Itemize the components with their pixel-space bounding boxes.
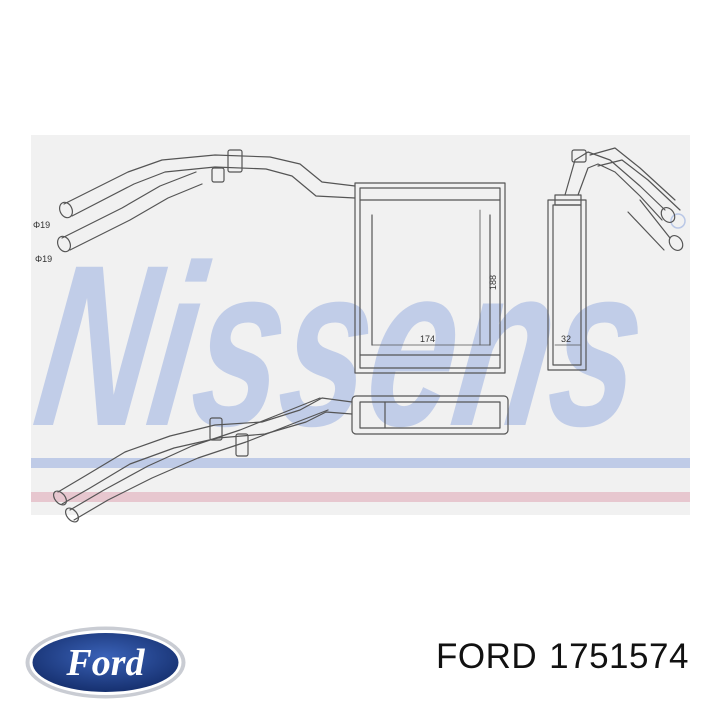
- brand-name: FORD: [436, 637, 538, 676]
- upper-inlet-pipe: [58, 149, 356, 219]
- core-depth-label: 32: [561, 334, 571, 344]
- ford-logo: Ford: [25, 626, 186, 699]
- part-number: 1751574: [549, 637, 689, 676]
- lower-inlet-pipe: [56, 171, 203, 253]
- bottom-view-pipes: [52, 397, 353, 523]
- core-width-label: 174: [420, 334, 435, 344]
- pipe-diameter-top-label: Φ19: [33, 220, 50, 230]
- pipe-diameter-bottom-label: Φ19: [35, 254, 52, 264]
- core-bottom-view: [351, 395, 509, 435]
- core-height-label: 188: [488, 275, 498, 290]
- core-front-view: [354, 182, 506, 374]
- core-side-view: [547, 147, 684, 371]
- dimension-lines: [371, 209, 581, 346]
- ford-logo-script: Ford: [65, 642, 145, 684]
- part-caption: FORD 1751574: [436, 637, 689, 677]
